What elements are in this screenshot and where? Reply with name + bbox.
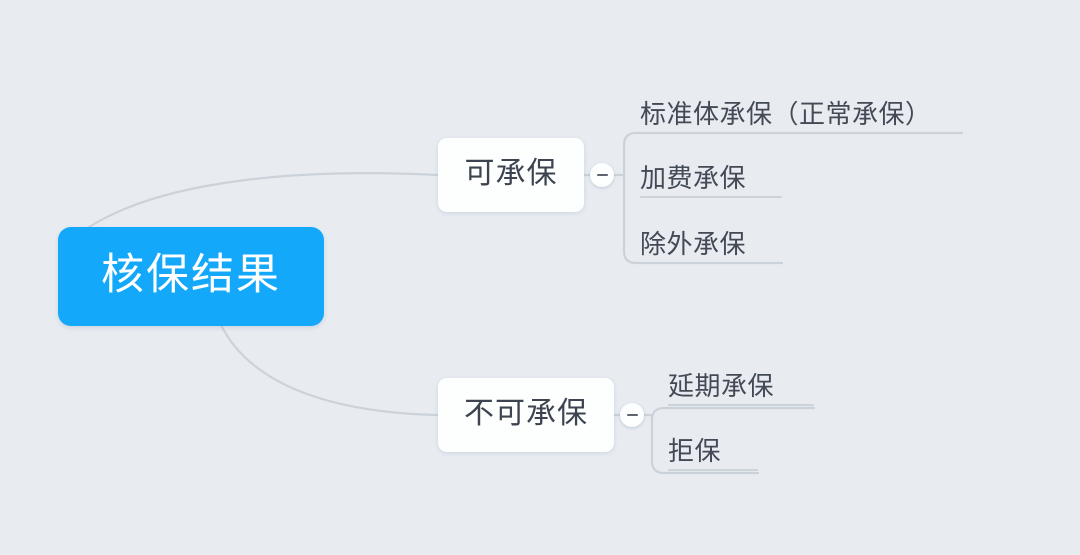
leaf-node-rejection[interactable]: 拒保	[668, 426, 758, 471]
connector-root-to-branch-0	[84, 172, 439, 231]
minus-icon	[626, 414, 638, 416]
leaf-underline	[640, 262, 782, 264]
collapse-toggle-insurable[interactable]	[590, 163, 614, 187]
leaf-underline	[668, 469, 758, 471]
leaf-node-extra-premium-underwriting[interactable]: 加费承保	[640, 150, 782, 198]
leaf-node-label: 标准体承保（正常承保）	[640, 99, 932, 129]
minus-icon	[596, 174, 608, 176]
branch-node-not-insurable[interactable]: 不可承保	[438, 378, 614, 452]
leaf-node-label: 拒保	[668, 436, 722, 466]
leaf-node-label: 除外承保	[640, 229, 747, 259]
root-node[interactable]: 核保结果	[58, 227, 324, 326]
leaf-underline	[640, 196, 782, 198]
connector-root-to-branch-1	[220, 325, 439, 417]
leaf-node-label: 加费承保	[640, 163, 747, 193]
collapse-toggle-not-insurable[interactable]	[620, 403, 644, 427]
branch-node-label: 不可承保	[464, 397, 588, 430]
root-node-label: 核保结果	[101, 251, 281, 299]
branch-node-label: 可承保	[464, 157, 558, 190]
leaf-node-label: 延期承保	[668, 371, 775, 401]
branch-node-insurable[interactable]: 可承保	[438, 138, 584, 212]
leaf-node-standard-underwriting[interactable]: 标准体承保（正常承保）	[640, 86, 962, 134]
leaf-node-deferred-underwriting[interactable]: 延期承保	[668, 361, 814, 406]
leaf-underline	[640, 132, 962, 134]
leaf-underline	[668, 404, 814, 406]
leaf-node-exclusion-underwriting[interactable]: 除外承保	[640, 216, 782, 264]
bracket-branch-1-upper	[650, 406, 816, 421]
